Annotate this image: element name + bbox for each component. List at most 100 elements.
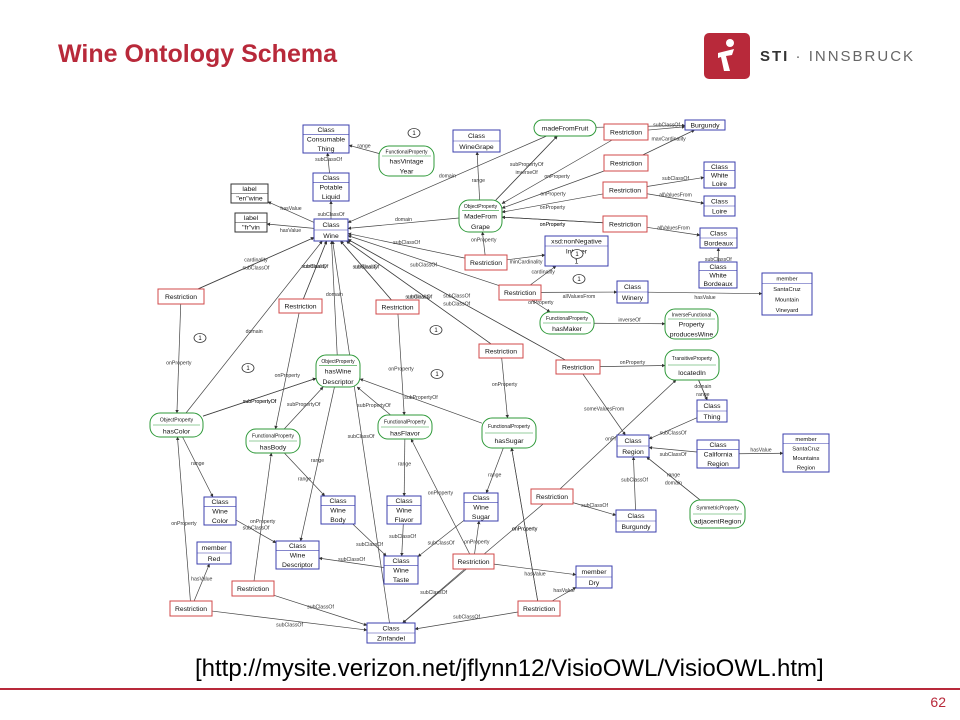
value-text-v7: 1 bbox=[435, 372, 439, 378]
node-text-c_winegrape: WineGrape bbox=[459, 144, 494, 151]
node-r_br: Restriction bbox=[452, 553, 495, 570]
edge-e58 bbox=[284, 452, 326, 497]
edge-e34 bbox=[185, 240, 323, 414]
edge-label-e24: minCardinality bbox=[510, 259, 543, 265]
node-text-r_bl: Restriction bbox=[175, 606, 207, 613]
edge-label-e89: subClassOf bbox=[621, 478, 648, 484]
edge-label-e18: onProperty bbox=[540, 222, 566, 228]
edge-label-e51: domain bbox=[326, 292, 343, 298]
edge-e23 bbox=[347, 232, 466, 259]
node-text-c_winetaste: Class bbox=[393, 558, 411, 565]
node-text-m_scmr: member bbox=[795, 437, 816, 443]
edge-e43 bbox=[340, 240, 392, 301]
node-text-r_left: Restriction bbox=[165, 294, 197, 301]
edge-label-e55: subPropertyOf bbox=[404, 395, 438, 401]
edge-e76 bbox=[493, 563, 577, 577]
node-box-c_winedescriptor bbox=[275, 540, 320, 570]
node-box-c_winetaste bbox=[383, 555, 419, 585]
node-text-c_winebody: Class bbox=[330, 498, 348, 505]
node-text-p_flavor: FunctionalProperty bbox=[384, 419, 426, 425]
edge-label-e30: hasValue bbox=[694, 295, 715, 301]
slide-title: Wine Ontology Schema bbox=[58, 40, 337, 68]
edge-label-e45: onProperty bbox=[492, 382, 518, 388]
edge-label-e15: maxCardinality bbox=[651, 137, 686, 143]
node-text-p_sugar: FunctionalProperty bbox=[488, 424, 530, 430]
value-node-v4 bbox=[193, 333, 207, 343]
node-r_burgundy: Restriction bbox=[530, 488, 574, 505]
node-l_en: label"en"wine bbox=[230, 183, 269, 204]
node-text-p_produceswine: InverseFunctional bbox=[672, 312, 711, 318]
edge-label-e11: domain bbox=[439, 173, 456, 179]
edge-label-e3: hasValue bbox=[280, 206, 301, 212]
logo-name: INNSBRUCK bbox=[808, 48, 916, 65]
value-text-v4: 1 bbox=[198, 336, 202, 342]
node-box-r1 bbox=[603, 123, 649, 141]
edge-e47 bbox=[599, 363, 666, 368]
edge-label-e46: cardinality bbox=[407, 295, 431, 301]
edge-e62 bbox=[648, 446, 698, 453]
node-text-r1: Restriction bbox=[610, 129, 642, 136]
edge-label-e42: onProperty bbox=[275, 373, 301, 379]
node-text-c_whitebordeaux: White bbox=[709, 272, 727, 279]
edge-label-e38: subClassOf bbox=[443, 302, 470, 308]
node-box-p_descriptor bbox=[315, 354, 361, 388]
edge-label-e86: subClassOf bbox=[348, 434, 375, 440]
node-text-r_bm: Restriction bbox=[237, 586, 269, 593]
edge-e27 bbox=[530, 265, 557, 286]
edge-label-e6: range bbox=[472, 178, 485, 184]
edge-label-e28: allValuesFrom bbox=[563, 294, 596, 300]
node-text-p_hasmaker: FunctionalProperty bbox=[546, 316, 588, 322]
node-r_mincard: Restriction bbox=[464, 254, 508, 271]
node-text-c_winecolor: Color bbox=[212, 518, 229, 525]
node-box-r_mincard bbox=[464, 254, 508, 271]
edge-e72 bbox=[175, 436, 191, 602]
node-box-r_bm bbox=[231, 580, 275, 597]
edge-e30 bbox=[647, 291, 763, 296]
node-text-p_vintage: Year bbox=[400, 168, 414, 175]
edge-e42 bbox=[274, 312, 300, 430]
node-text-c_winedescriptor: Class bbox=[289, 543, 307, 550]
node-l_fr: label"fr"vin bbox=[234, 212, 268, 233]
edge-label-e1: subClassOf bbox=[315, 157, 342, 163]
edge-e16 bbox=[501, 193, 604, 214]
value-node-v6 bbox=[429, 325, 443, 335]
edge-label-e73: hasValue bbox=[191, 577, 212, 583]
edge-e19 bbox=[646, 193, 705, 205]
node-box-r_bb bbox=[517, 600, 561, 617]
edge-label-e35: subClassOf bbox=[353, 265, 380, 271]
edge-e70 bbox=[417, 520, 465, 557]
edge-e7 bbox=[347, 217, 460, 230]
edge-e20 bbox=[501, 215, 604, 224]
node-text-p_adjacent: SymmetricProperty bbox=[696, 505, 739, 511]
source-url[interactable]: [http://mysite.verizon.net/jflynn12/Visi… bbox=[195, 655, 824, 682]
edge-label-e9: subPropertyOf bbox=[510, 162, 544, 168]
node-text-m_scmr: Mountains bbox=[793, 456, 820, 462]
edge-label-e85: subClassOf bbox=[420, 590, 447, 596]
edge-label-e59: range bbox=[398, 462, 411, 468]
node-box-c_wineflavor bbox=[386, 495, 422, 525]
edge-label-e4: hasValue bbox=[280, 228, 301, 234]
edge-e74 bbox=[253, 452, 273, 582]
edge-e12 bbox=[501, 139, 613, 204]
node-text-c_whiteloire: Loire bbox=[712, 181, 727, 188]
edge-label-e60: range bbox=[488, 473, 501, 479]
edge-label-e61: range bbox=[311, 458, 324, 464]
edge-label-e36: subClassOf bbox=[405, 295, 432, 301]
node-box-m_santacruz bbox=[761, 272, 813, 316]
edge-label-e37: subClassOf bbox=[443, 294, 470, 300]
edge-label-e48: someValuesFrom bbox=[584, 407, 624, 413]
edge-label-e83: hasValue bbox=[553, 588, 574, 594]
edge-label-e64: subClassOf bbox=[660, 430, 687, 436]
node-box-r_winery bbox=[498, 284, 542, 301]
node-r_bl: Restriction bbox=[169, 600, 213, 617]
edge-label-e29: onProperty bbox=[528, 300, 554, 306]
node-text-c_region: Region bbox=[622, 449, 644, 456]
edge-label-e84: subClassOf bbox=[276, 623, 303, 629]
